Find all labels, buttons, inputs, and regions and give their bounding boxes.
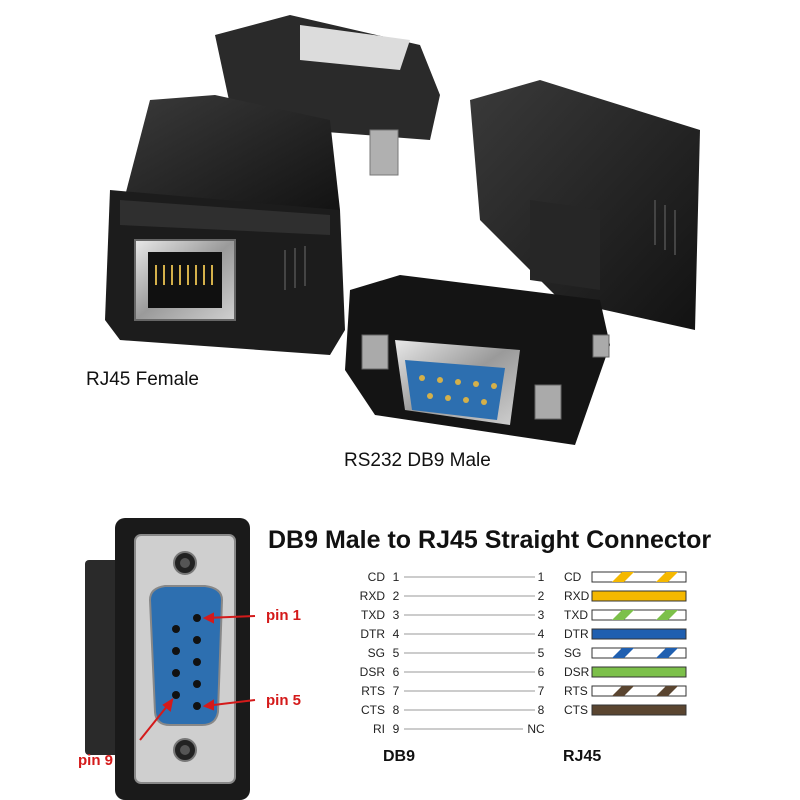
rj45-pin-number: 6: [538, 665, 545, 679]
rj45-female-adapter: [105, 15, 440, 355]
wire-stripe: [656, 610, 678, 620]
wire-stripe: [612, 610, 634, 620]
wire-swatch: [591, 647, 687, 659]
db9-pin-number: 9: [393, 722, 400, 736]
rj45-pin-number: NC: [527, 722, 545, 736]
rj45-pin-number: 4: [538, 627, 545, 641]
db9-signal-label: TXD: [361, 608, 385, 622]
wire-stripe: [612, 648, 634, 658]
rj45-pin-number: 2: [538, 589, 545, 603]
rj45-signal-label: SG: [564, 646, 581, 660]
wire-swatch: [591, 704, 687, 716]
rj45-pin-number: 5: [538, 646, 545, 660]
footer-rj45: RJ45: [563, 748, 602, 765]
wire-stripe: [656, 686, 678, 696]
db9-pin-number: 3: [393, 608, 400, 622]
rj45-signal-label: CD: [564, 570, 582, 584]
db9-male-adapter: [345, 80, 700, 445]
db9-male-label: RS232 DB9 Male: [344, 450, 491, 471]
rj45-signal-label: DTR: [564, 627, 589, 641]
wire-swatch: [591, 628, 687, 640]
wire-stripe: [612, 572, 634, 582]
rj45-signal-label: TXD: [564, 608, 588, 622]
rj45-pin-number: 8: [538, 703, 545, 717]
db9-signal-label: CTS: [361, 703, 385, 717]
db9-signal-label: RXD: [360, 589, 386, 603]
db9-connector-drawing: [85, 518, 256, 800]
rj45-female-label: RJ45 Female: [86, 369, 199, 390]
footer-db9: DB9: [383, 748, 416, 765]
wire-swatch: [591, 590, 687, 602]
db9-signal-label: CD: [368, 570, 386, 584]
db9-signal-label: DSR: [360, 665, 386, 679]
rj45-signal-label: CTS: [564, 703, 588, 717]
rj45-signal-label: DSR: [564, 665, 590, 679]
adapter-photo: [105, 15, 700, 445]
wire-swatch: [591, 609, 687, 621]
pin1-label: pin 1: [266, 607, 302, 624]
rj45-signal-label: RTS: [564, 684, 588, 698]
wire-swatch: [591, 571, 687, 583]
db9-signal-label: DTR: [360, 627, 385, 641]
rj45-signal-label: RXD: [564, 589, 590, 603]
db9-pin-number: 1: [393, 570, 400, 584]
db9-pin-number: 2: [393, 589, 400, 603]
wire-stripe: [612, 686, 634, 696]
pin9-label: pin 9: [78, 752, 114, 769]
pin5-label: pin 5: [266, 692, 302, 709]
wire-swatch: [591, 666, 687, 678]
rj45-pin-number: 7: [538, 684, 545, 698]
rj45-pin-number: 1: [538, 570, 545, 584]
wire-stripe: [656, 648, 678, 658]
db9-signal-label: RTS: [361, 684, 385, 698]
wire-stripe: [656, 572, 678, 582]
db9-signal-label: SG: [368, 646, 385, 660]
db9-signal-label: RI: [373, 722, 385, 736]
rj45-pin-number: 3: [538, 608, 545, 622]
db9-pin-number: 4: [393, 627, 400, 641]
db9-pin-number: 8: [393, 703, 400, 717]
db9-pin-number: 7: [393, 684, 400, 698]
db9-pin-number: 6: [393, 665, 400, 679]
wire-swatch: [591, 685, 687, 697]
diagram-title: DB9 Male to RJ45 Straight Connector: [268, 526, 712, 554]
db9-pin-number: 5: [393, 646, 400, 660]
